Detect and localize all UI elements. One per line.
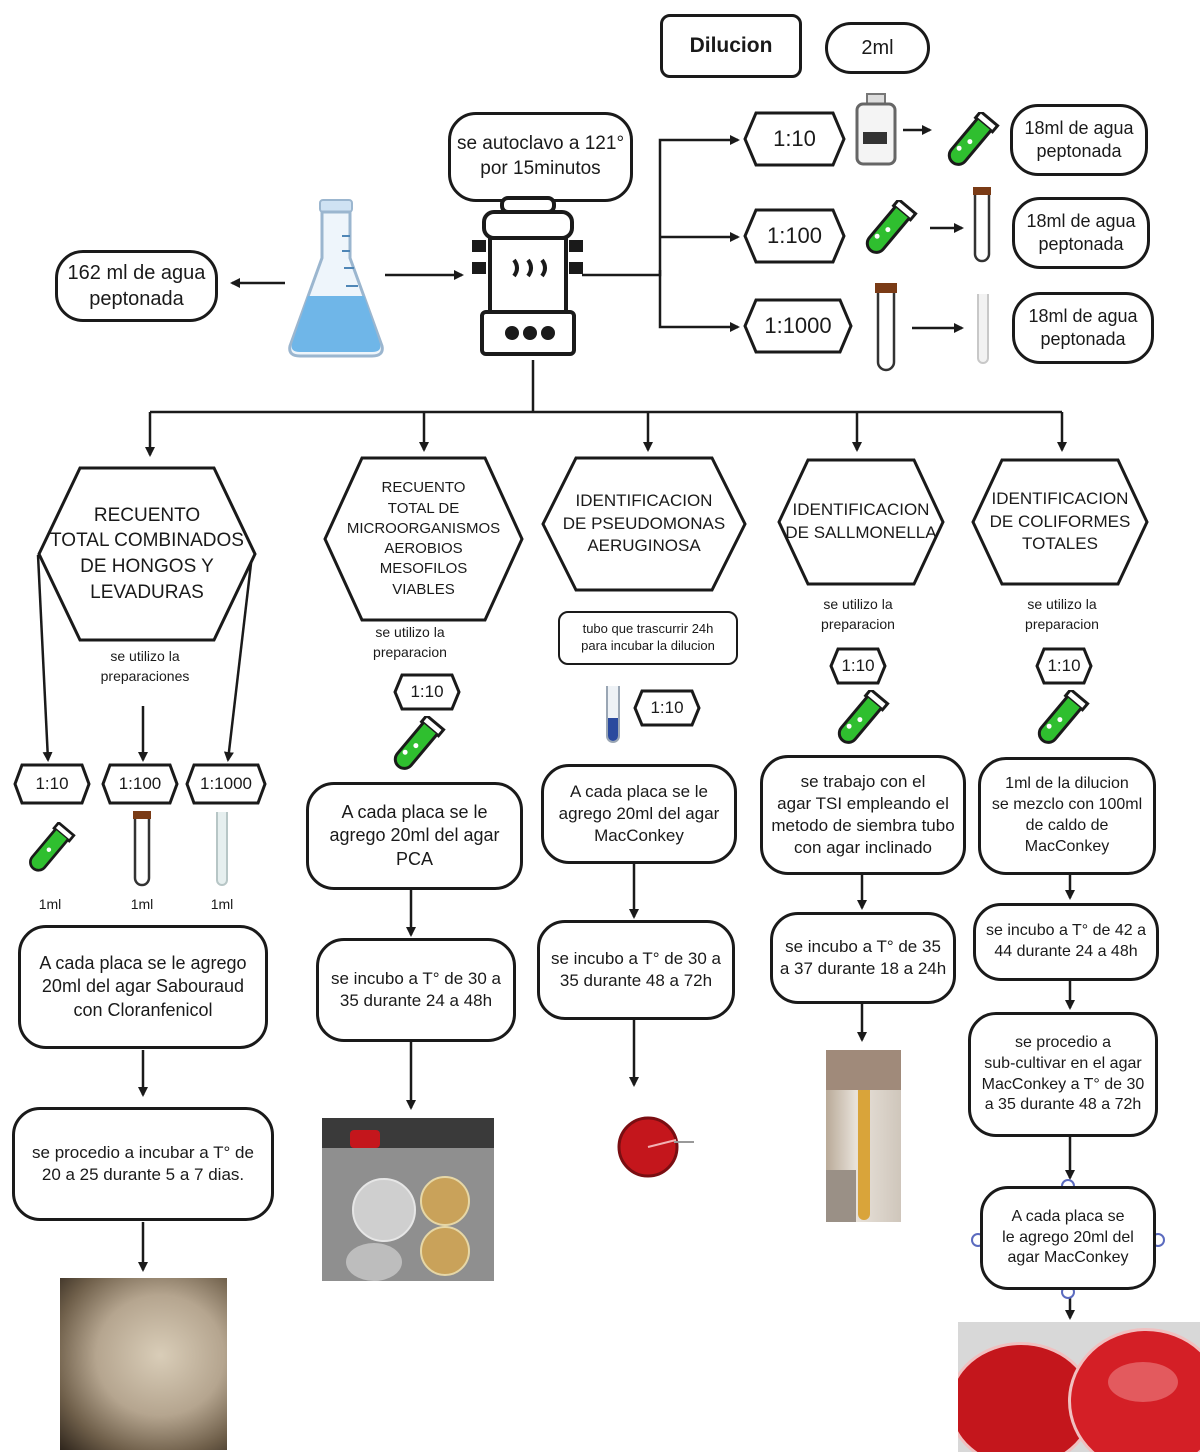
coliformes-note: se utilizo la preparacion xyxy=(1025,596,1099,633)
red-agar-plate-icon xyxy=(617,1116,694,1178)
salmonella-step-2: se incubo a T° de 35 a 37 durante 18 a 2… xyxy=(770,912,956,1004)
green-test-tube-icon xyxy=(837,690,890,744)
empty-test-tube-icon xyxy=(133,811,151,887)
dilution-2-water-box: 18ml de agua peptonada xyxy=(1012,197,1150,269)
volume-1ml-c: 1ml xyxy=(210,896,234,912)
peptone-water-box: 162 ml de agua peptonada xyxy=(55,250,218,322)
mesofilos-tag-1-10: 1:10 xyxy=(392,672,462,712)
mesofilos-note: se utilizo la preparacion xyxy=(373,624,447,661)
dilucion-label: Dilucion xyxy=(660,14,802,78)
mesofilos-step-2: se incubo a T° de 30 a 35 durante 24 a 4… xyxy=(316,938,516,1042)
mesofilos-title-hex: RECUENTO TOTAL DE MICROORGANISMOS AEROBI… xyxy=(322,455,525,623)
dilution-1-100-hex: 1:100 xyxy=(742,207,847,265)
erlenmeyer-flask-icon xyxy=(288,199,384,358)
coliformes-tag-1-10: 1:10 xyxy=(1034,646,1094,686)
volume-label: 2ml xyxy=(825,22,930,74)
salmonella-tube-photo xyxy=(826,1050,901,1222)
faded-test-tube-icon xyxy=(977,294,989,364)
hongos-plate-photo xyxy=(60,1278,227,1450)
coliformes-step-3: se procedio a sub-cultivar en el agar Ma… xyxy=(968,1012,1158,1137)
salmonella-title-hex: IDENTIFICACION DE SALLMONELLA xyxy=(776,457,946,587)
dilution-1-ratio: 1:10 xyxy=(773,126,816,152)
dilution-1-10-hex: 1:10 xyxy=(742,110,847,168)
dilution-1-1000-hex: 1:1000 xyxy=(742,297,854,355)
hongos-tag-1-1000: 1:1000 xyxy=(184,762,268,806)
volume-1ml-b: 1ml xyxy=(130,896,154,912)
green-test-tube-icon xyxy=(1037,690,1090,744)
pseudomonas-tag-1-10: 1:10 xyxy=(632,688,702,728)
autoclave-icon xyxy=(472,196,583,356)
mesofilos-plates-photo xyxy=(322,1118,494,1281)
hongos-step-2: se procedio a incubar a T° de 20 a 25 du… xyxy=(12,1107,274,1221)
volume-1ml-a: 1ml xyxy=(38,896,62,912)
hongos-note: se utilizo la preparaciones xyxy=(100,648,190,685)
empty-test-tube-icon xyxy=(875,283,897,372)
coliformes-title-hex: IDENTIFICACION DE COLIFORMES TOTALES xyxy=(970,457,1150,587)
coliformes-step-2: se incubo a T° de 42 a 44 durante 24 a 4… xyxy=(973,903,1159,981)
dilution-3-water-box: 18ml de agua peptonada xyxy=(1012,292,1154,364)
pseudomonas-step-1: A cada placa se le agrego 20ml del agar … xyxy=(541,764,737,864)
green-test-tube-icon xyxy=(865,200,918,254)
green-test-tube-icon xyxy=(947,112,1000,166)
coliformes-plates-photo xyxy=(958,1322,1200,1452)
dilution-1-water-box: 18ml de agua peptonada xyxy=(1010,104,1148,176)
faded-test-tube-icon xyxy=(216,812,228,886)
green-test-tube-icon xyxy=(393,716,446,770)
dilution-3-ratio: 1:1000 xyxy=(764,313,832,339)
salmonella-note: se utilizo la preparacion xyxy=(821,596,895,633)
pseudomonas-title-hex: IDENTIFICACION DE PSEUDOMONAS AERUGINOSA xyxy=(540,455,748,593)
blue-test-tube-icon xyxy=(606,686,620,743)
pseudomonas-step-2: se incubo a T° de 30 a 35 durante 48 a 7… xyxy=(537,920,735,1020)
autoclave-note: se autoclavo a 121° por 15minutos xyxy=(448,112,633,202)
coliformes-step-1: 1ml de la dilucion se mezclo con 100ml d… xyxy=(978,757,1156,875)
hongos-step-1: A cada placa se le agrego 20ml del agar … xyxy=(18,925,268,1049)
bottle-icon xyxy=(855,93,897,166)
empty-test-tube-icon xyxy=(973,187,991,263)
coliformes-step-4: A cada placa se le agrego 20ml del agar … xyxy=(980,1186,1156,1290)
pseudomonas-note-box: tubo que trascurrir 24h para incubar la … xyxy=(558,611,738,665)
hongos-tag-1-10: 1:10 xyxy=(12,762,92,806)
hongos-title-hex: RECUENTO TOTAL COMBINADOS DE HONGOS Y LE… xyxy=(36,465,258,643)
dilution-2-ratio: 1:100 xyxy=(766,223,823,249)
hongos-tag-1-100: 1:100 xyxy=(100,762,180,806)
salmonella-tag-1-10: 1:10 xyxy=(828,646,888,686)
mesofilos-step-1: A cada placa se le agrego 20ml del agar … xyxy=(306,782,523,890)
salmonella-step-1: se trabajo con el agar TSI empleando el … xyxy=(760,755,966,875)
green-test-tube-icon xyxy=(29,822,76,872)
